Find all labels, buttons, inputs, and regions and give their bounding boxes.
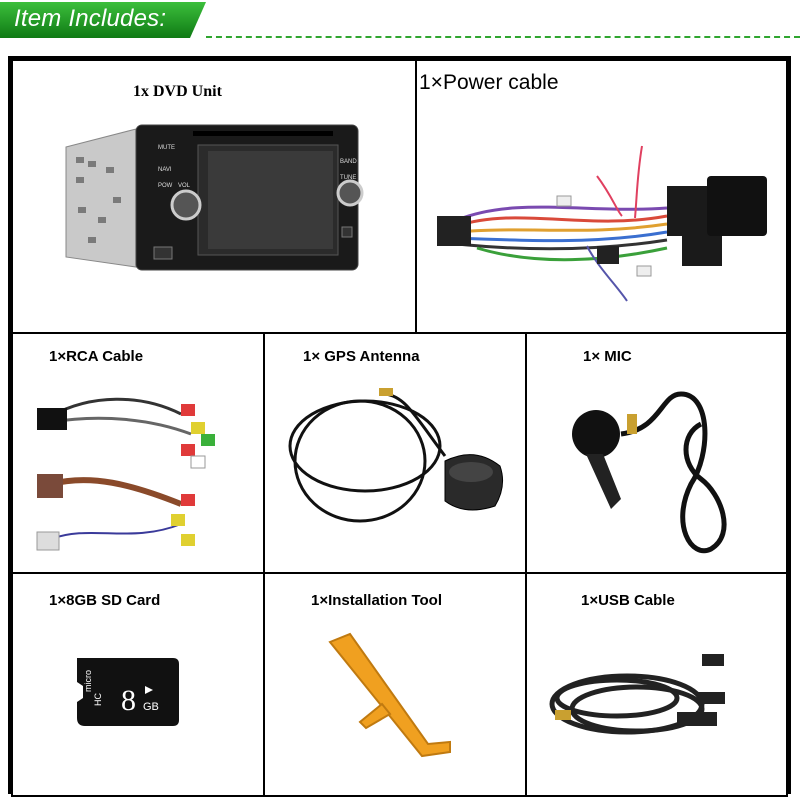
- dvd-unit-icon: MUTE NAVI POW VOL BAND TUNE: [65, 124, 364, 271]
- item-label: 1× GPS Antenna: [303, 348, 420, 365]
- item-label: 1x DVD Unit: [133, 83, 222, 100]
- dvd-button-label: MUTE: [158, 145, 175, 151]
- item-dvd-unit: 1x DVD Unit MUTE NAVI POW: [11, 59, 417, 334]
- item-rca-cable: 1×RCA Cable: [11, 332, 265, 574]
- dvd-button-label: POW: [158, 183, 173, 189]
- sd-card-hc: HC: [93, 693, 103, 706]
- usb-cable-icon: [549, 654, 725, 735]
- rca-cable-icon: [36, 397, 215, 551]
- item-sd-card: 1×8GB SD Card micro HC 8 GB: [11, 572, 265, 797]
- section-header: Item Includes:: [0, 0, 800, 44]
- item-microphone: 1× MIC: [525, 332, 788, 574]
- item-power-cable: 1×Power cable: [415, 59, 788, 334]
- item-installation-tool: 1×Installation Tool: [263, 572, 527, 797]
- item-gps-antenna: 1× GPS Antenna: [263, 332, 527, 574]
- sd-card-unit: GB: [143, 701, 159, 713]
- sd-card-brand: micro: [83, 670, 93, 692]
- header-tab-shape: [0, 2, 206, 38]
- sd-card-capacity: 8: [121, 684, 136, 717]
- power-cable-icon: [437, 145, 767, 302]
- item-label: 1×Power cable: [419, 71, 559, 94]
- header-title: Item Includes:: [14, 5, 167, 32]
- microphone-icon: [572, 391, 727, 554]
- item-label: 1×Installation Tool: [311, 592, 442, 609]
- item-label: 1×USB Cable: [581, 592, 675, 609]
- dvd-button-label: NAVI: [158, 167, 172, 173]
- item-usb-cable: 1×USB Cable: [525, 572, 788, 797]
- pry-tool-icon: [328, 632, 451, 758]
- dvd-button-label: VOL: [178, 183, 191, 189]
- header-dashed-divider: [206, 36, 800, 38]
- item-label: 1× MIC: [583, 348, 632, 365]
- dvd-button-label: TUNE: [340, 175, 356, 181]
- item-label: 1×RCA Cable: [49, 348, 144, 365]
- item-label: 1×8GB SD Card: [49, 592, 161, 609]
- items-grid: 1x DVD Unit MUTE NAVI POW: [8, 56, 791, 797]
- gps-antenna-icon: [288, 388, 504, 523]
- dvd-button-label: BAND: [340, 159, 357, 165]
- sd-card-icon: micro HC 8 GB: [77, 658, 179, 726]
